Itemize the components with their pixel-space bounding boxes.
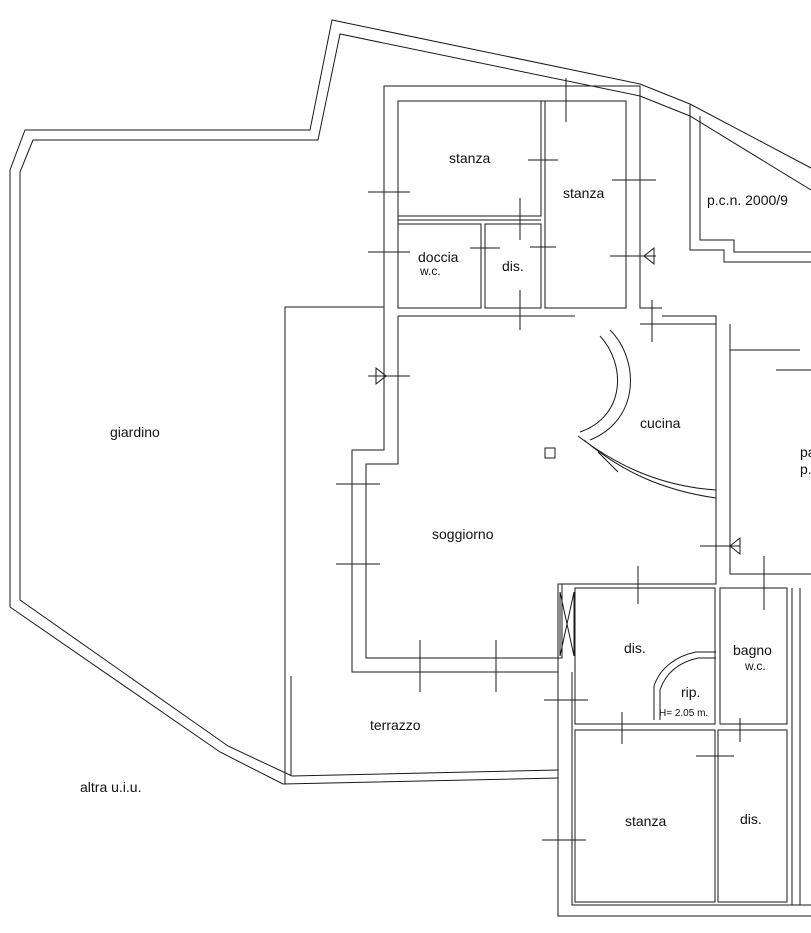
garden-boundary-outer <box>9 19 811 785</box>
room-stanza-top-right <box>544 100 627 309</box>
cucina-curved-wall-inner <box>577 335 717 491</box>
label-stanza-bottom: stanza <box>625 813 667 829</box>
label-terrazzo: terrazzo <box>370 717 421 733</box>
label-altra-uiu: altra u.i.u. <box>80 779 142 795</box>
label-dis-top: dis. <box>502 258 524 274</box>
room-dis-bottom <box>717 729 788 903</box>
room-stanza-bottom <box>574 729 716 903</box>
label-rip-height: H= 2.05 m. <box>659 708 709 719</box>
label-giardino: giardino <box>110 424 160 440</box>
rip-curved-wall <box>653 651 716 720</box>
room-dis-top <box>484 223 542 309</box>
label-p: p. <box>800 461 811 477</box>
pcn-boundary <box>689 104 811 263</box>
door-marker-right <box>729 536 741 556</box>
door-marker-mid <box>643 246 655 266</box>
rip-curved-wall-inner <box>659 657 716 720</box>
room-doccia <box>397 223 482 309</box>
garden-boundary-inner <box>19 33 811 777</box>
pcn-boundary-inner <box>699 116 811 253</box>
cucina-curved-wall <box>583 329 717 499</box>
upper-block-outer <box>383 85 662 309</box>
label-doccia: doccia <box>418 249 459 265</box>
label-dis-bottom: dis. <box>740 811 762 827</box>
label-cucina: cucina <box>640 415 681 431</box>
opening-ticks <box>336 78 765 841</box>
label-pa: pa <box>800 444 811 460</box>
room-soggiorno-outer <box>351 307 717 673</box>
room-soggiorno-inner-wall-2 <box>538 584 563 659</box>
label-stanza-top-right: stanza <box>563 185 605 201</box>
lower-block-outer <box>557 672 811 917</box>
terrace-wall <box>284 306 384 784</box>
label-bagno-wc: w.c. <box>745 659 766 673</box>
label-pcn: p.c.n. 2000/9 <box>707 192 788 208</box>
room-stanza-top-left <box>397 100 542 217</box>
room-dis-middle <box>574 587 716 725</box>
column <box>544 447 556 459</box>
label-stanza-top-left: stanza <box>449 150 491 166</box>
window-cross <box>559 591 575 657</box>
label-soggiorno: soggiorno <box>432 526 494 542</box>
lower-block-inner <box>571 672 811 906</box>
door-marker-left <box>375 366 387 386</box>
room-bagno <box>719 587 788 725</box>
label-bagno: bagno <box>733 642 772 658</box>
stair-block <box>729 324 811 575</box>
label-dis-middle: dis. <box>624 640 646 656</box>
label-doccia-wc: w.c. <box>420 264 441 278</box>
label-rip: rip. <box>681 684 701 700</box>
room-soggiorno-inner-wall <box>365 316 538 659</box>
